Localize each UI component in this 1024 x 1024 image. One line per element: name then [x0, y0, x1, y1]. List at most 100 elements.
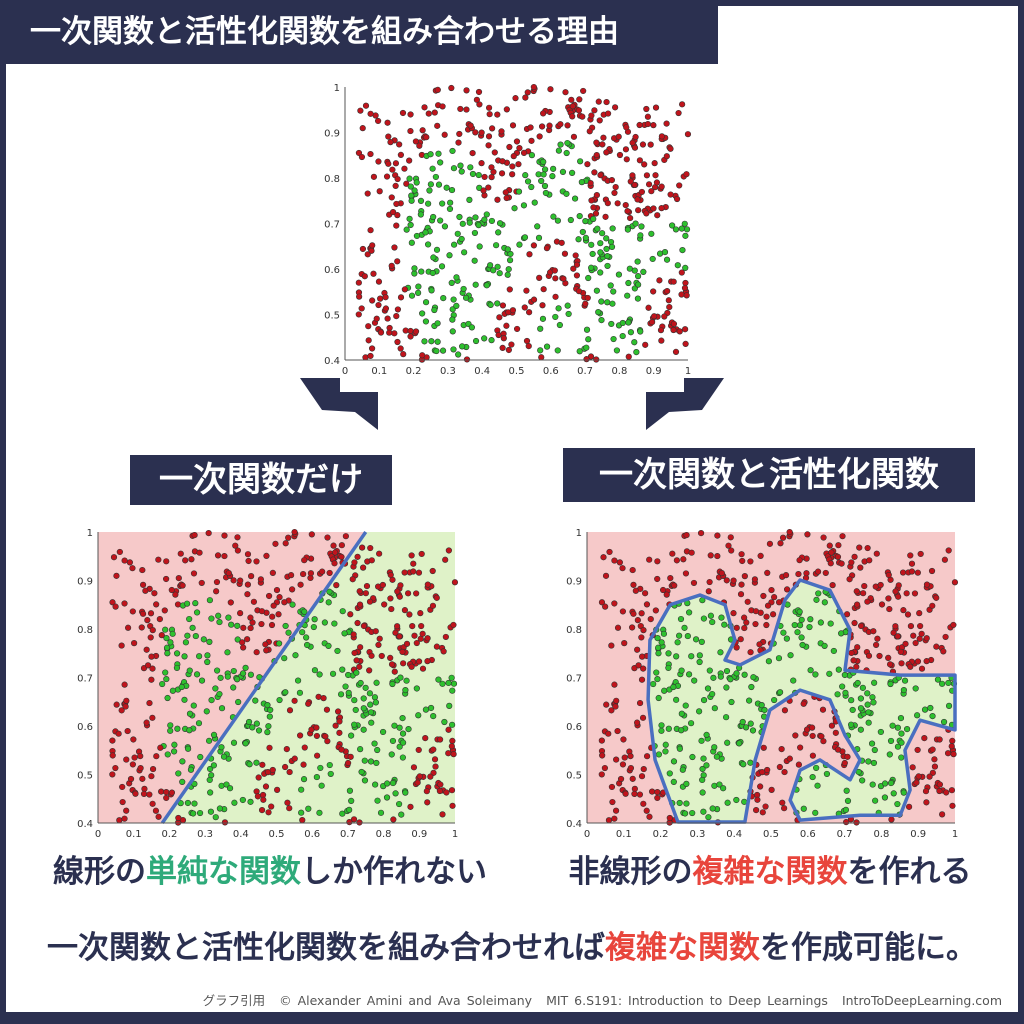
red-point	[323, 706, 331, 713]
red-point	[509, 171, 516, 178]
green-point	[914, 712, 921, 719]
red-point	[407, 127, 414, 135]
green-point	[455, 351, 462, 358]
green-point	[413, 179, 420, 186]
red-point	[679, 101, 686, 108]
green-point	[424, 241, 432, 248]
green-point	[504, 271, 511, 278]
green-point	[597, 240, 604, 247]
red-point	[118, 707, 125, 714]
red-point	[415, 658, 423, 665]
y-tick-label: 0.4	[566, 819, 582, 830]
red-point	[121, 815, 128, 822]
red-point	[727, 534, 734, 541]
green-point	[575, 236, 582, 243]
green-point	[736, 740, 743, 747]
red-point	[911, 590, 919, 597]
red-point	[850, 657, 857, 664]
green-point	[655, 644, 662, 651]
red-point	[643, 753, 651, 760]
green-point	[488, 217, 496, 225]
red-point	[356, 819, 363, 826]
x-tick-label: 0.4	[233, 829, 249, 840]
red-point	[682, 570, 690, 577]
green-point	[666, 770, 673, 777]
x-tick-label: 0.6	[800, 829, 816, 840]
green-point	[528, 183, 535, 191]
red-point	[456, 130, 463, 138]
green-point	[431, 306, 438, 314]
green-point	[167, 727, 174, 734]
green-point	[841, 671, 848, 679]
green-point	[206, 776, 213, 784]
red-point	[524, 89, 531, 96]
green-point	[625, 279, 632, 287]
green-point	[681, 220, 688, 227]
green-point	[637, 232, 644, 239]
green-point	[190, 810, 197, 817]
red-point	[163, 558, 170, 565]
green-point	[684, 632, 691, 640]
red-point	[907, 552, 914, 559]
red-point	[285, 534, 292, 541]
red-point	[375, 301, 382, 309]
red-point	[384, 119, 391, 126]
red-point	[409, 623, 416, 630]
red-point	[119, 798, 126, 806]
red-point	[900, 607, 907, 614]
green-point	[331, 620, 338, 627]
red-point	[363, 582, 371, 590]
red-point	[584, 294, 591, 302]
green-point	[758, 702, 765, 709]
red-point	[864, 598, 871, 605]
green-point	[813, 596, 820, 603]
green-point	[300, 776, 308, 783]
y-tick-label: 0.5	[324, 311, 340, 322]
red-point	[663, 591, 670, 598]
x-tick-label: 0.8	[611, 366, 627, 377]
green-point	[407, 221, 414, 229]
green-point	[230, 667, 237, 675]
green-point	[441, 223, 449, 230]
red-point	[401, 569, 408, 576]
red-point	[486, 111, 493, 118]
green-point	[747, 720, 754, 727]
green-point	[186, 615, 193, 623]
red-point	[778, 746, 785, 753]
red-point	[737, 636, 744, 643]
green-point	[367, 709, 375, 716]
red-point	[576, 96, 583, 103]
red-point	[829, 582, 836, 589]
green-point	[707, 612, 715, 619]
green-point	[421, 338, 428, 345]
green-point	[234, 636, 241, 643]
green-point	[506, 257, 514, 264]
red-point	[423, 134, 430, 141]
green-point	[419, 310, 426, 317]
red-point	[332, 722, 339, 729]
green-point	[610, 335, 617, 343]
red-point	[600, 554, 607, 561]
green-point	[216, 618, 223, 626]
red-point	[163, 794, 170, 802]
red-point	[600, 134, 607, 141]
green-point	[466, 219, 473, 226]
green-point	[164, 751, 171, 758]
red-point	[244, 551, 252, 558]
green-point	[450, 296, 457, 303]
red-point	[121, 681, 128, 688]
red-point	[678, 291, 685, 298]
red-point	[350, 816, 358, 823]
green-point	[796, 622, 804, 629]
green-point	[398, 811, 405, 818]
green-point	[339, 666, 346, 673]
red-point	[382, 294, 389, 301]
green-point	[703, 762, 710, 769]
green-point	[311, 667, 319, 674]
red-point	[139, 610, 147, 617]
green-point	[733, 796, 740, 804]
green-point	[627, 329, 634, 336]
red-point	[359, 125, 366, 132]
red-point	[564, 122, 571, 129]
green-point	[835, 666, 842, 673]
